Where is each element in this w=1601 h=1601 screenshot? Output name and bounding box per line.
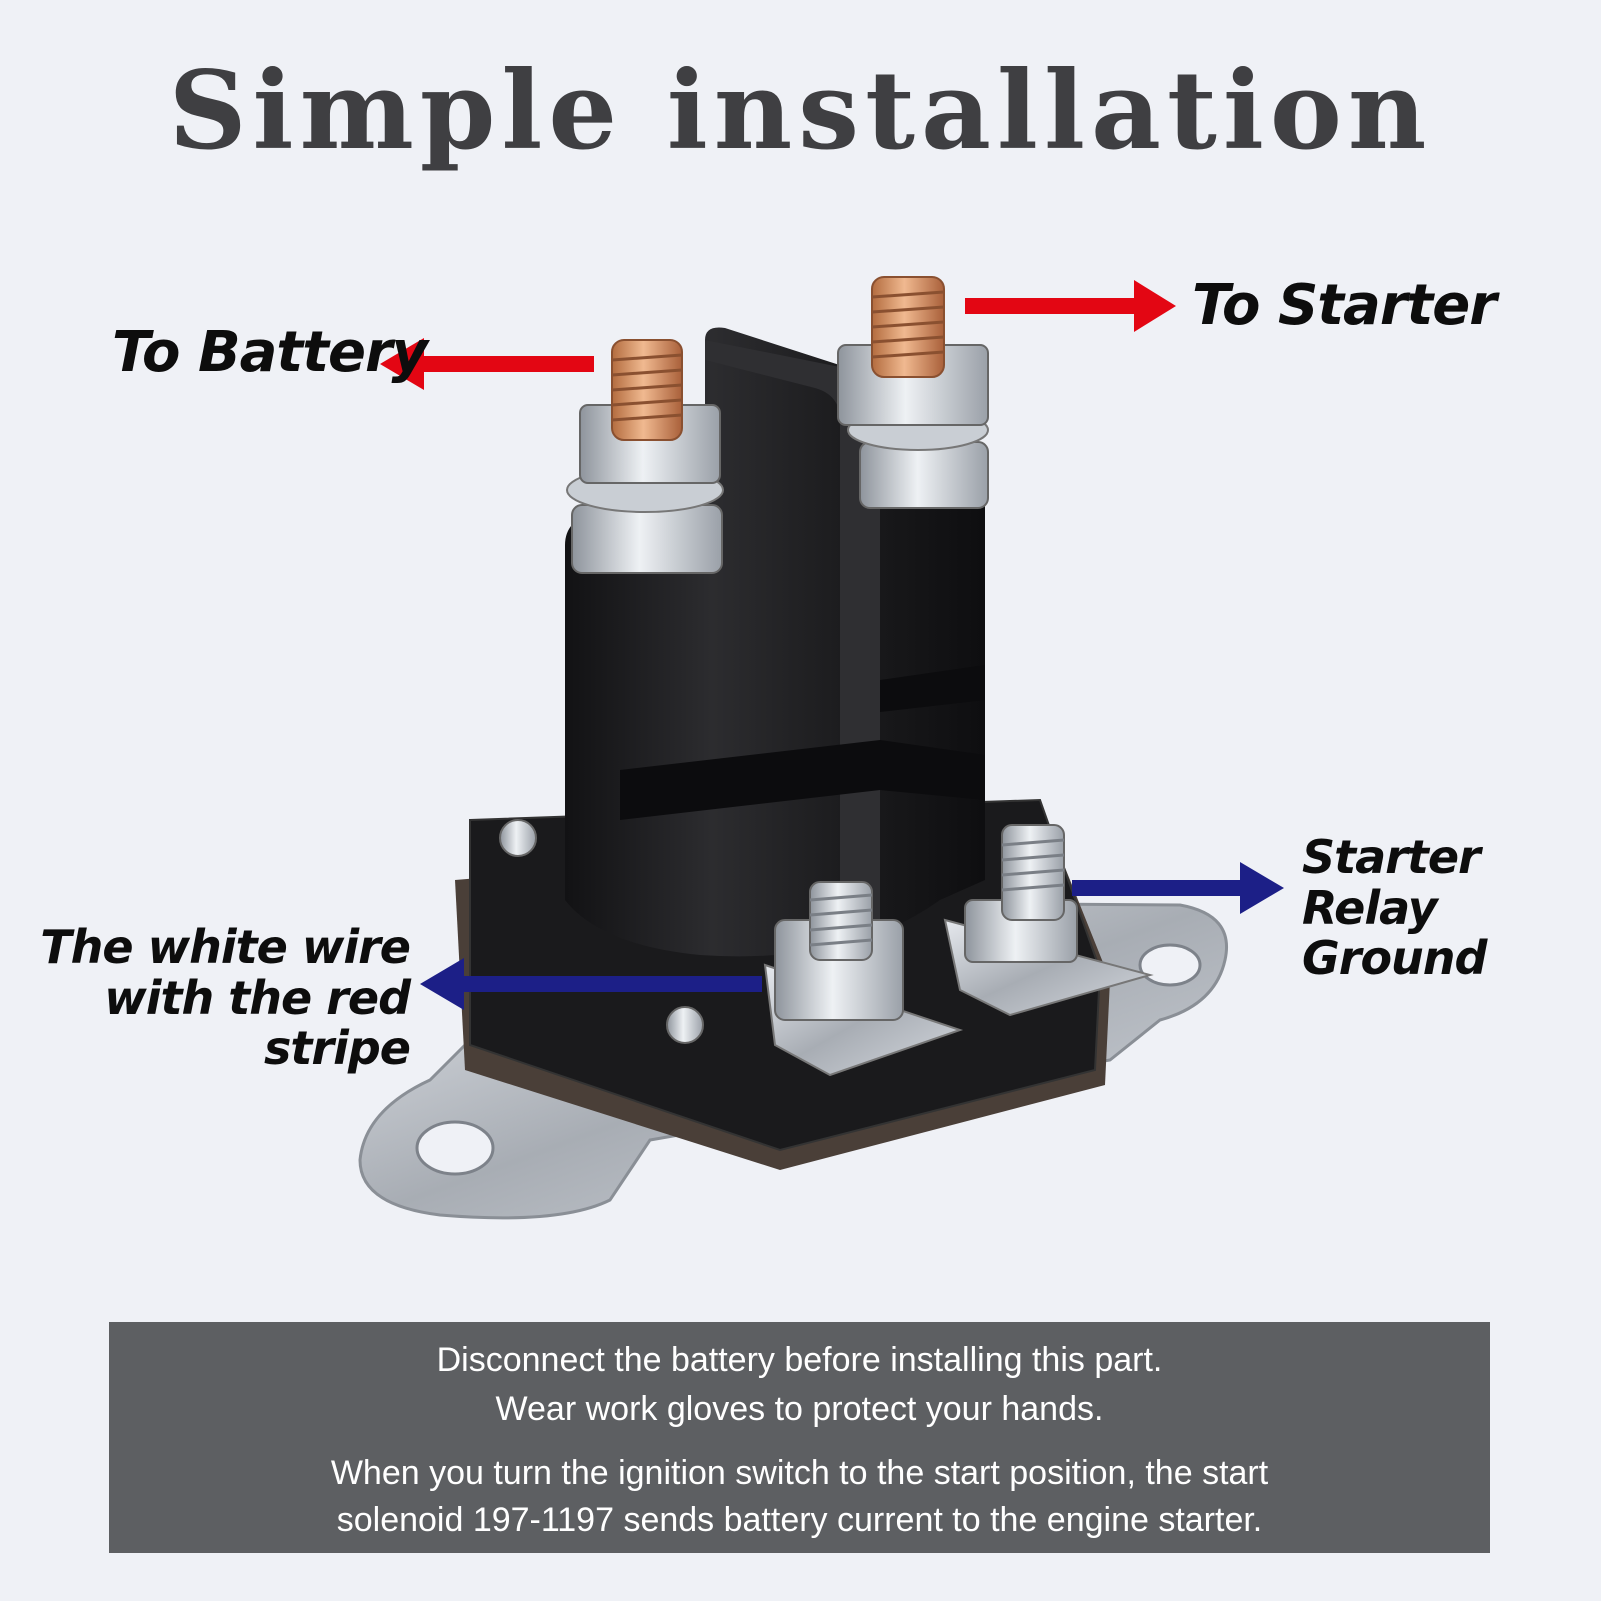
page-title: Simple installation <box>168 48 1433 174</box>
notice-line-2: Wear work gloves to protect your hands. <box>495 1390 1104 1428</box>
arrow-white-wire <box>420 958 762 1010</box>
installation-notice: Disconnect the battery before installing… <box>109 1322 1490 1553</box>
bracket-hole-left <box>415 1120 495 1176</box>
white-wire-terminal <box>763 881 964 1077</box>
arrow-to-battery <box>380 338 594 390</box>
arrow-to-starter <box>965 280 1176 332</box>
label-starter-relay-ground: Starter Relay Ground <box>1302 832 1601 984</box>
label-white-wire: The white wire with the red stripe <box>20 920 411 1076</box>
rivet-bottom <box>666 1006 704 1044</box>
bracket-hole-right <box>1138 943 1202 987</box>
notice-line-1: Disconnect the battery before installing… <box>436 1341 1163 1379</box>
battery-terminal <box>566 339 724 574</box>
rivet-top <box>499 819 537 857</box>
label-white-line2: with the red stripe <box>104 970 411 1076</box>
starter-terminal <box>837 276 989 509</box>
notice-line-4: solenoid 197-1197 sends battery current … <box>336 1501 1263 1539</box>
label-relay-line1: Starter Relay <box>1302 830 1481 935</box>
notice-line-3: When you turn the ignition switch to the… <box>330 1454 1269 1492</box>
label-to-battery: To Battery <box>112 320 428 385</box>
ground-terminal <box>943 824 1154 1017</box>
label-to-starter: To Starter <box>1192 273 1497 338</box>
label-relay-line2: Ground <box>1302 931 1487 986</box>
arrow-relay-ground <box>1072 862 1284 914</box>
label-white-line1: The white wire <box>40 920 411 974</box>
